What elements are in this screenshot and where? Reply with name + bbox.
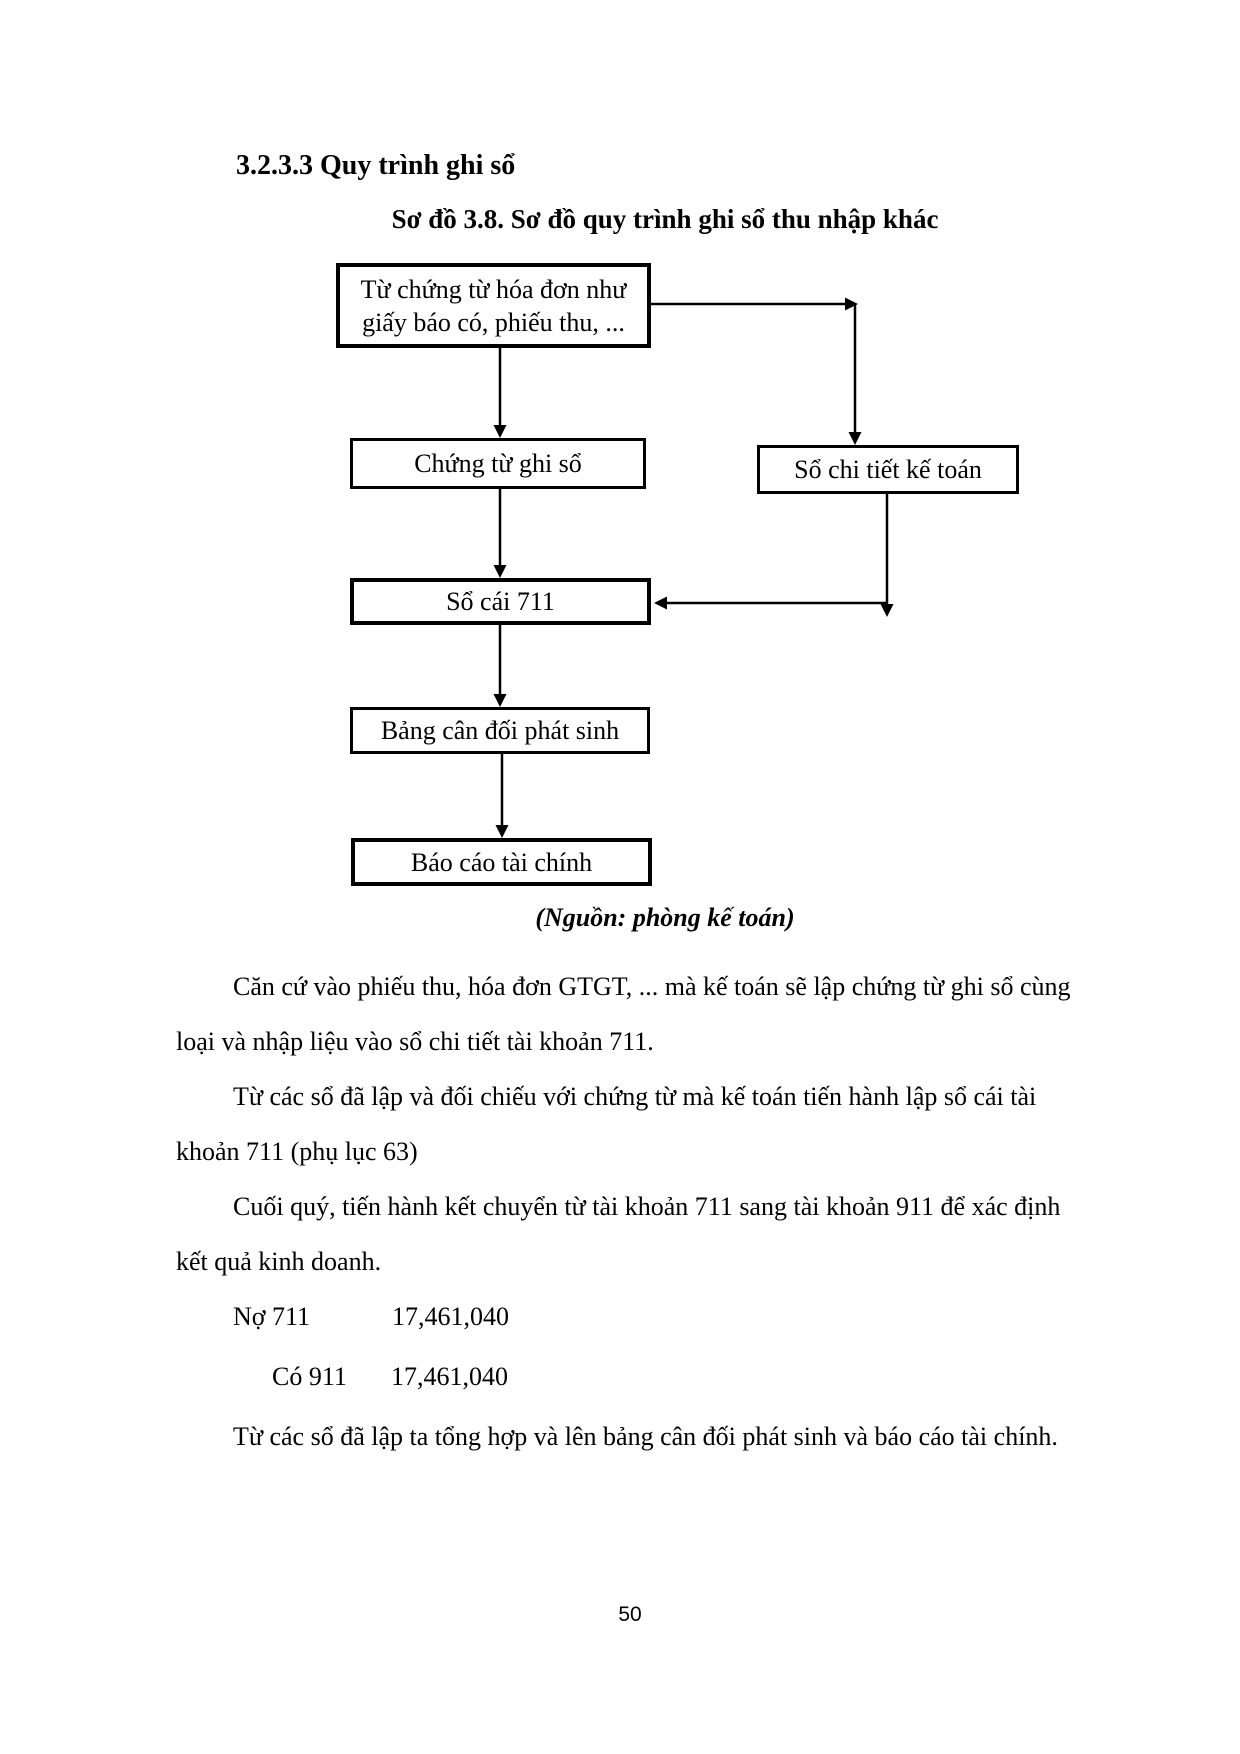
flow-box-bang-can-doi-phat-sinh: Bảng cân đối phát sinh [350,707,650,754]
flow-box-bao-cao-tai-chinh: Báo cáo tài chính [351,838,652,886]
arrow-source-to-chungtu [493,347,507,438]
paragraph-line: Cuối quý, tiến hành kết chuyển từ tài kh… [233,1192,1061,1221]
flow-box-label: Sổ chi tiết kế toán [794,455,982,484]
flow-box-label: Báo cáo tài chính [410,847,593,877]
arrow-chitiet-down [880,494,894,617]
page-number: 50 [618,1603,642,1626]
journal-entry-account: Nợ 711 [233,1302,311,1331]
arrow-source-to-elbow [651,297,858,311]
flow-box-label: Chứng từ ghi sổ [414,449,582,478]
arrow-socai-to-bangcd [493,625,507,707]
journal-entry-credit: Có 911 17,461,040 [176,1349,1106,1404]
journal-entry-debit: Nợ 711 17,461,040 [176,1289,1106,1344]
flow-box-source-documents: Từ chứng từ hóa đơn như giấy báo có, phi… [336,263,651,348]
arrow-into-socai-right [654,596,887,610]
paragraph-line: kết quả kinh doanh. [176,1247,382,1276]
section-heading: 3.2.3.3 Quy trình ghi sổ [236,150,516,181]
diagram-title: Sơ đồ 3.8. Sơ đồ quy trình ghi sổ thu nh… [391,204,939,234]
paragraph-line: loại và nhập liệu vào sổ chi tiết tài kh… [176,1027,654,1056]
paragraph-line: Từ các sổ đã lập ta tổng hợp và lên bảng… [233,1422,1058,1451]
arrow-chungtu-to-socai [493,489,507,578]
flow-box-chung-tu-ghi-so: Chứng từ ghi sổ [350,438,646,489]
arrow-bangcd-to-baocao [495,754,509,838]
flow-box-so-cai-711: Sổ cái 711 [350,578,651,625]
flow-box-label-line2: giấy báo có, phiếu thu, ... [362,307,625,337]
paragraph: Từ các sổ đã lập và đối chiếu với chứng … [176,1069,1106,1179]
flow-box-so-chi-tiet-ke-toan: Sổ chi tiết kế toán [757,445,1019,494]
paragraph-line: Từ các sổ đã lập và đối chiếu với chứng … [233,1082,1037,1111]
paragraph: Căn cứ vào phiếu thu, hóa đơn GTGT, ... … [176,959,1106,1069]
paragraph-line: khoản 711 (phụ lục 63) [176,1137,418,1166]
journal-entry-amount: 17,461,040 [392,1302,509,1331]
paragraph: Cuối quý, tiến hành kết chuyển từ tài kh… [176,1179,1106,1289]
flow-box-label: Sổ cái 711 [446,587,555,616]
paragraph-line: Căn cứ vào phiếu thu, hóa đơn GTGT, ... … [233,972,1071,1001]
arrow-elbow-to-chitiet [848,304,862,445]
flow-box-label: Bảng cân đối phát sinh [380,716,620,745]
closing-paragraph: Từ các sổ đã lập ta tổng hợp và lên bảng… [176,1409,1106,1464]
journal-entry-amount: 17,461,040 [391,1362,508,1391]
journal-entry-account: Có 911 [272,1362,347,1391]
diagram-source-note: (Nguồn: phòng kế toán) [535,903,795,932]
flow-box-label-line1: Từ chứng từ hóa đơn như [360,274,627,304]
